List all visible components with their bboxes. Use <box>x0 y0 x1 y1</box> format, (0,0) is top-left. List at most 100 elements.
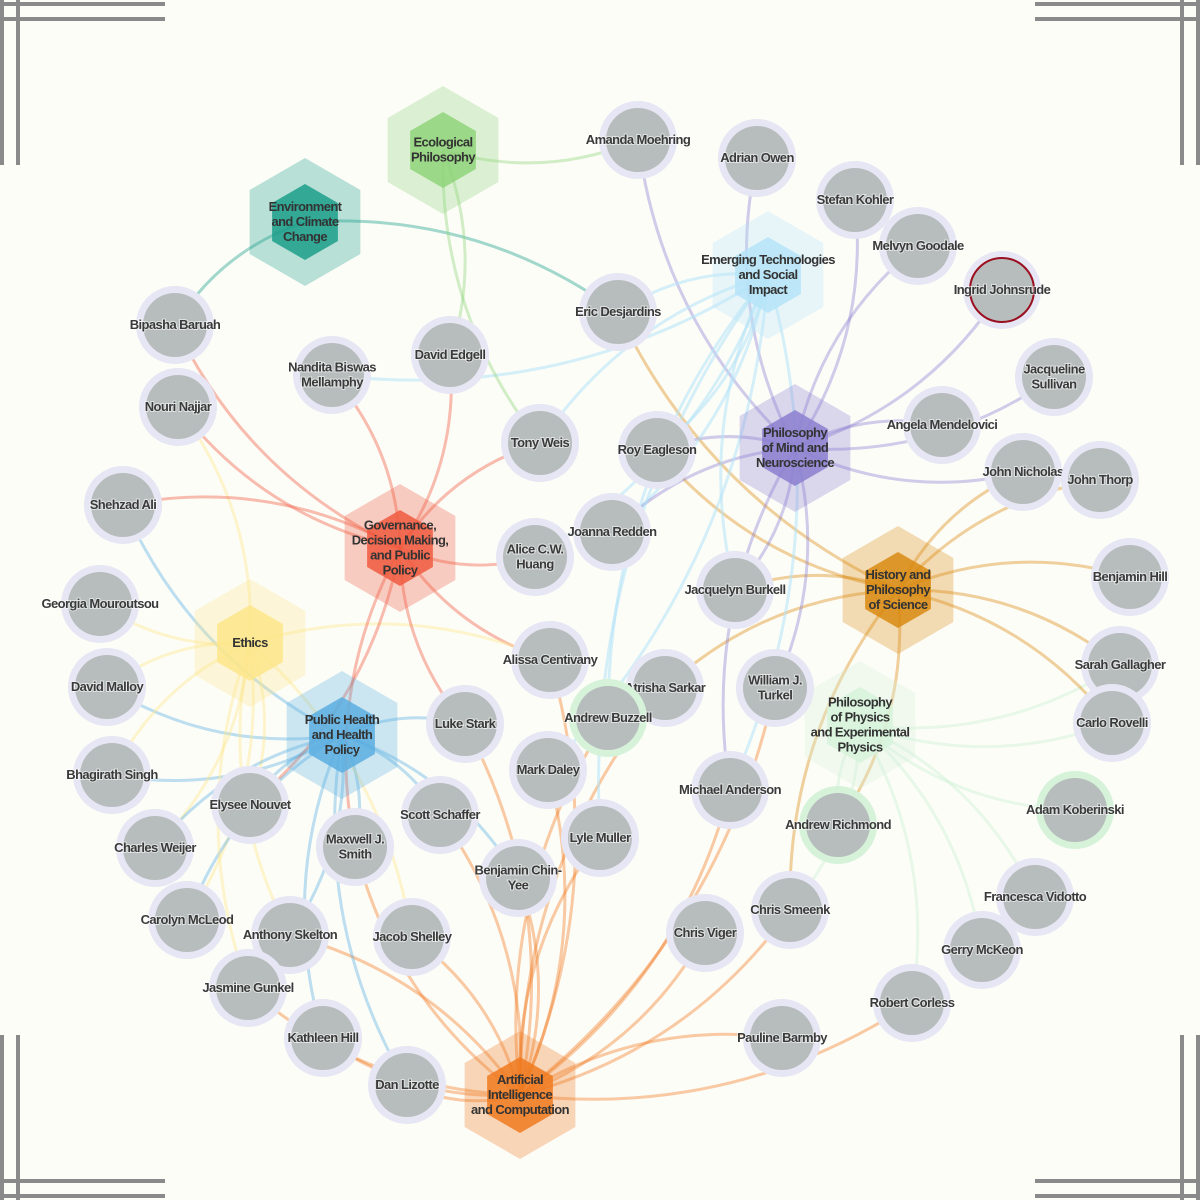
person-node-shehzad-ali[interactable]: Shehzad Ali <box>84 466 162 544</box>
person-node-lyle-muller[interactable]: Lyle Muller <box>561 799 639 877</box>
person-node-alice-c-w-huang[interactable]: Alice C.W.Huang <box>496 518 574 596</box>
person-node-william-j-turkel[interactable]: William J.Turkel <box>736 649 814 727</box>
person-node-anthony-skelton[interactable]: Anthony Skelton <box>242 896 339 974</box>
person-node-nouri-najjar[interactable]: Nouri Najjar <box>139 368 217 446</box>
person-label: Georgia Mouroutsou <box>41 596 159 611</box>
person-node-benjamin-chin-yee[interactable]: Benjamin Chin-Yee <box>474 839 563 917</box>
person-circle <box>758 878 822 942</box>
person-node-georgia-mouroutsou[interactable]: Georgia Mouroutsou <box>40 565 161 643</box>
person-node-tony-weis[interactable]: Tony Weis <box>501 404 579 482</box>
person-node-michael-anderson[interactable]: Michael Anderson <box>678 751 783 829</box>
person-label: Tony Weis <box>511 435 570 450</box>
person-circle <box>146 375 210 439</box>
person-node-benjamin-hill[interactable]: Benjamin Hill <box>1091 538 1169 616</box>
person-circle <box>80 743 144 807</box>
person-node-roy-eagleson[interactable]: Roy Eagleson <box>617 411 699 489</box>
person-circle <box>518 628 582 692</box>
person-node-elysee-nouvet[interactable]: Elysee Nouvet <box>208 766 293 844</box>
person-label: Adam Koberinski <box>1026 802 1124 817</box>
person-node-bipasha-baruah[interactable]: Bipasha Baruah <box>129 286 223 364</box>
person-node-stefan-kohler[interactable]: Stefan Kohler <box>816 161 895 239</box>
person-node-david-edgell[interactable]: David Edgell <box>411 316 489 394</box>
person-label: Joanna Redden <box>568 524 658 539</box>
person-node-andrew-buzzell[interactable]: Andrew Buzzell <box>563 679 653 757</box>
person-node-chris-viger[interactable]: Chris Viger <box>666 894 744 972</box>
person-node-eric-desjardins[interactable]: Eric Desjardins <box>574 273 663 351</box>
edge-adrian-owen-to-philosophy-of-mind-and-neuroscience <box>744 157 797 449</box>
person-node-ingrid-johnsrude[interactable]: Ingrid Johnsrude <box>953 251 1052 329</box>
corner-bracket-tl <box>0 0 4 165</box>
person-node-bhagirath-singh[interactable]: Bhagirath Singh <box>65 736 160 814</box>
person-node-jasmine-gunkel[interactable]: Jasmine Gunkel <box>201 949 295 1027</box>
person-label: Elysee Nouvet <box>209 797 291 812</box>
person-node-robert-corless[interactable]: Robert Corless <box>869 964 956 1042</box>
person-label: Roy Eagleson <box>618 442 697 457</box>
person-circle <box>568 806 632 870</box>
person-node-david-malloy[interactable]: David Malloy <box>68 648 146 726</box>
person-node-francesca-vidotto[interactable]: Francesca Vidotto <box>983 858 1088 936</box>
edge-maxwell-j-smith-to-artificial-intelligence-and-computation <box>353 846 521 1097</box>
person-node-gerry-mckeon[interactable]: Gerry McKeon <box>940 911 1025 989</box>
edge-mark-daley-to-artificial-intelligence-and-computation <box>518 769 567 1096</box>
person-node-charles-weijer[interactable]: Charles Weijer <box>113 809 198 887</box>
person-node-adrian-owen[interactable]: Adrian Owen <box>718 119 796 197</box>
person-circle <box>433 692 497 756</box>
person-node-angela-mendelovici[interactable]: Angela Mendelovici <box>886 386 999 464</box>
topic-hexagon-inner <box>217 605 283 681</box>
person-node-jacquelyn-burkell[interactable]: Jacquelyn Burkell <box>683 551 787 629</box>
person-circle <box>625 418 689 482</box>
person-circle <box>1003 865 1067 929</box>
person-node-amanda-moehring[interactable]: Amanda Moehring <box>585 101 692 179</box>
person-label: David Edgell <box>415 347 486 362</box>
person-node-mark-daley[interactable]: Mark Daley <box>509 731 587 809</box>
person-circle <box>1098 545 1162 609</box>
person-label: Benjamin Hill <box>1093 569 1168 584</box>
person-label: John Nicholas <box>982 464 1063 479</box>
person-label: Ingrid Johnsrude <box>954 282 1051 297</box>
person-node-adam-koberinski[interactable]: Adam Koberinski <box>1025 771 1126 849</box>
corner-bracket-bl <box>0 1194 165 1198</box>
person-node-scott-schaffer[interactable]: Scott Schaffer <box>399 776 482 854</box>
person-node-alissa-centivany[interactable]: Alissa Centivany <box>502 621 600 699</box>
person-node-melvyn-goodale[interactable]: Melvyn Goodale <box>871 207 966 285</box>
person-node-luke-stark[interactable]: Luke Stark <box>426 685 504 763</box>
edge-jacob-shelley-to-ethics <box>249 641 414 938</box>
person-node-pauline-barmby[interactable]: Pauline Barmby <box>736 999 830 1077</box>
corner-bracket-tr <box>1196 0 1200 165</box>
person-circle <box>673 901 737 965</box>
person-node-john-nicholas[interactable]: John Nicholas <box>981 433 1065 511</box>
person-node-joanna-redden[interactable]: Joanna Redden <box>567 493 659 571</box>
edge-eric-desjardins-to-environment-and-climate-change <box>304 219 619 314</box>
topic-hexagon-inner <box>272 184 338 260</box>
person-label: Pauline Barmby <box>737 1030 828 1045</box>
person-node-sarah-gallagher[interactable]: Sarah Gallagher <box>1074 626 1167 704</box>
person-label: Eric Desjardins <box>575 304 661 319</box>
person-node-jacob-shelley[interactable]: Jacob Shelley <box>372 898 454 976</box>
person-circle <box>1022 345 1086 409</box>
person-node-chris-smeenk[interactable]: Chris Smeenk <box>749 871 833 949</box>
person-node-kathleen-hill[interactable]: Kathleen Hill <box>284 999 362 1077</box>
person-circle <box>300 343 364 407</box>
person-node-carlo-rovelli[interactable]: Carlo Rovelli <box>1073 684 1151 762</box>
person-node-john-thorp[interactable]: John Thorp <box>1061 441 1139 519</box>
person-node-carolyn-mcleod[interactable]: Carolyn McLeod <box>140 881 236 959</box>
person-circle <box>950 918 1014 982</box>
person-node-maxwell-j-smith[interactable]: Maxwell J.Smith <box>316 808 394 886</box>
topic-node-ethics[interactable]: Ethics <box>194 579 306 707</box>
person-label: Scott Schaffer <box>400 807 480 822</box>
edge-elysee-nouvet-to-governance-decision-making-and-public-policy <box>249 547 402 807</box>
person-node-dan-lizotte[interactable]: Dan Lizotte <box>368 1046 446 1124</box>
person-node-andrew-richmond[interactable]: Andrew Richmond <box>784 786 893 864</box>
person-label: Chris Smeenk <box>750 902 831 917</box>
